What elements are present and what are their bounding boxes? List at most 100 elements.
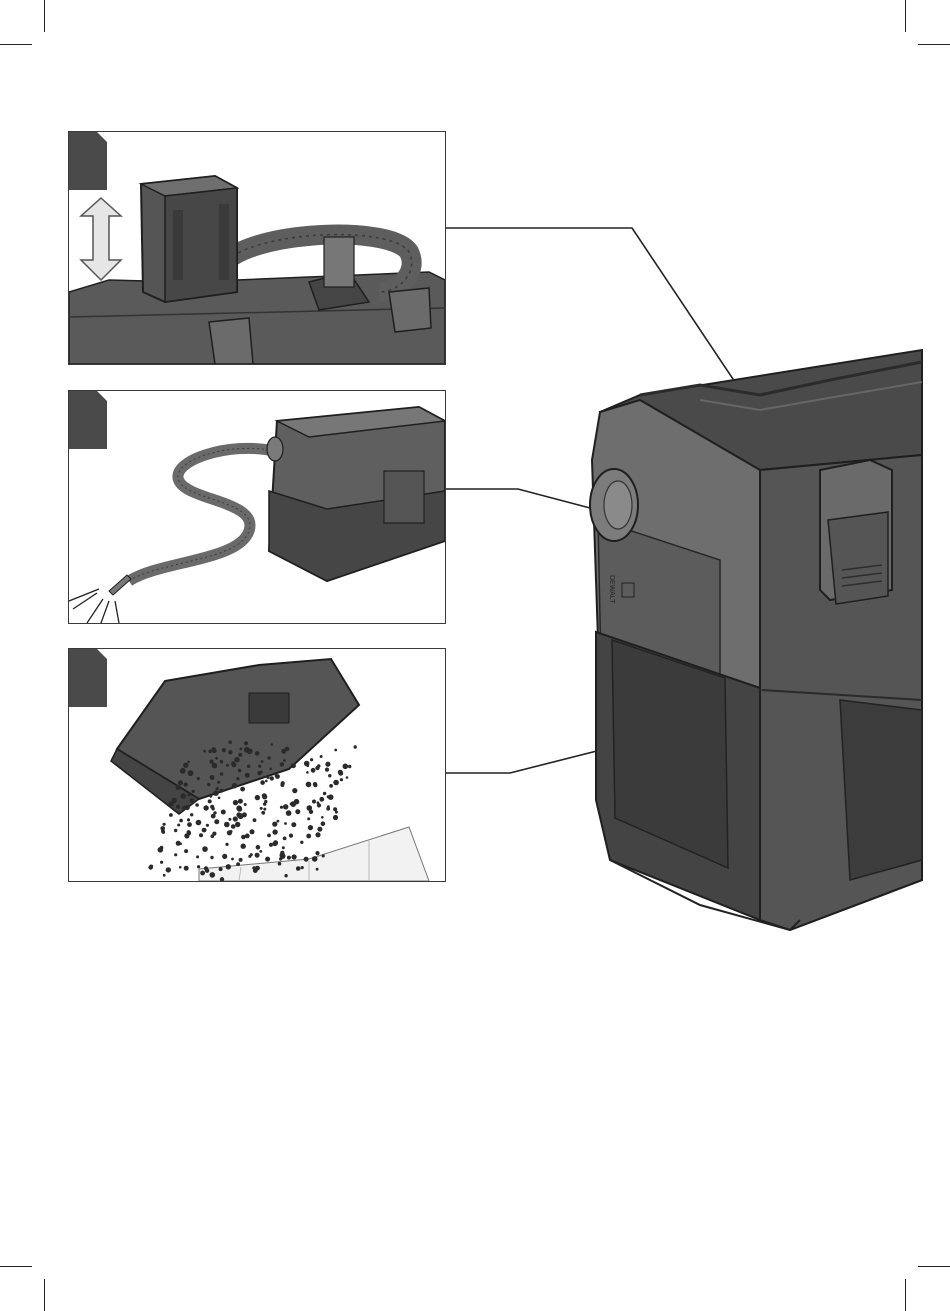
debris-particle — [253, 868, 258, 873]
debris-particle — [333, 807, 337, 811]
debris-particle — [306, 834, 311, 839]
debris-particle — [231, 858, 234, 861]
debris-particle — [325, 768, 329, 772]
debris-particle — [327, 805, 330, 808]
debris-particle — [236, 805, 242, 811]
debris-particle — [296, 866, 301, 871]
debris-particle — [195, 803, 199, 807]
debris-particle — [184, 783, 188, 787]
debris-particle — [210, 872, 216, 878]
debris-particle — [244, 803, 247, 806]
debris-particle — [280, 762, 284, 766]
debris-particle — [169, 813, 173, 817]
debris-particle — [187, 818, 190, 821]
debris-particle — [262, 793, 267, 798]
debris-particle — [264, 800, 267, 803]
debris-particle — [241, 844, 246, 849]
debris-particle — [184, 866, 189, 871]
debris-particle — [245, 773, 250, 778]
debris-particle — [212, 763, 218, 769]
debris-particle — [221, 810, 226, 815]
debris-particle — [244, 741, 248, 745]
debris-particle — [255, 795, 260, 800]
debris-particle — [232, 763, 237, 768]
debris-particle — [234, 757, 239, 762]
debris-particle — [184, 849, 188, 853]
debris-particle — [304, 761, 310, 767]
debris-particle — [219, 789, 223, 793]
debris-particle — [346, 776, 349, 779]
debris-particle — [315, 832, 320, 837]
debris-particle — [290, 801, 296, 807]
panel-battery-removal — [68, 131, 446, 365]
debris-particle — [190, 813, 193, 816]
debris-particle — [187, 822, 192, 827]
debris-particle — [238, 753, 242, 757]
panel-2-number-tab — [69, 391, 107, 449]
debris-particle — [177, 824, 180, 827]
debris-particle — [215, 757, 218, 760]
debris-particle — [321, 816, 324, 819]
debris-particle — [239, 858, 243, 862]
debris-particle — [313, 782, 317, 786]
debris-particle — [291, 763, 296, 768]
debris-particle — [269, 768, 272, 771]
debris-particle — [233, 816, 238, 821]
debris-particle — [315, 851, 319, 855]
debris-particle — [283, 759, 286, 762]
debris-particle — [199, 833, 203, 837]
debris-particle — [188, 793, 191, 796]
debris-particle — [340, 778, 343, 781]
debris-particle — [208, 750, 212, 754]
debris-particle — [250, 853, 253, 856]
debris-particle — [207, 783, 210, 786]
debris-particle — [163, 823, 166, 826]
debris-particle — [256, 845, 261, 850]
debris-particle — [333, 815, 338, 820]
panel-3-illustration — [69, 649, 445, 881]
leader-line-1 — [445, 228, 745, 397]
panel-2-illustration — [69, 391, 445, 623]
panel-hose-suction — [68, 390, 446, 624]
debris-particle — [238, 769, 242, 773]
debris-particle — [236, 812, 241, 817]
debris-particle — [354, 745, 357, 748]
debris-particle — [334, 749, 337, 752]
debris-particle — [272, 841, 277, 846]
debris-particle — [279, 857, 282, 860]
debris-particle — [148, 865, 153, 870]
debris-particle — [260, 771, 263, 774]
debris-particle — [218, 797, 221, 800]
debris-particle — [260, 807, 263, 810]
debris-particle — [200, 871, 205, 876]
debris-particle — [196, 820, 202, 826]
debris-particle — [176, 841, 181, 846]
debris-particle — [283, 837, 287, 841]
debris-particle — [197, 777, 200, 780]
debris-particle — [306, 782, 312, 788]
double-arrow-icon — [81, 198, 121, 280]
debris-particle — [240, 748, 243, 751]
debris-particle — [292, 788, 297, 793]
debris-particle — [253, 818, 257, 822]
debris-particle — [216, 787, 219, 790]
debris-particle — [280, 852, 286, 858]
debris-particle — [222, 748, 226, 752]
debris-particle — [310, 758, 313, 761]
leader-line-2 — [445, 489, 590, 508]
panel-3-number-tab — [69, 649, 107, 707]
debris-particle — [231, 824, 236, 829]
debris-particle — [230, 830, 233, 833]
debris-particle — [211, 814, 216, 819]
debris-particle — [158, 847, 164, 853]
debris-particle — [166, 867, 171, 872]
debris-particle — [267, 834, 271, 838]
debris-particle — [291, 822, 296, 827]
debris-particle — [210, 856, 213, 859]
debris-particle — [236, 862, 240, 866]
panel-empty-container — [68, 648, 446, 882]
debris-particle — [321, 821, 326, 826]
debris-particle — [211, 834, 215, 838]
debris-particle — [335, 811, 338, 814]
debris-particle — [261, 811, 265, 815]
